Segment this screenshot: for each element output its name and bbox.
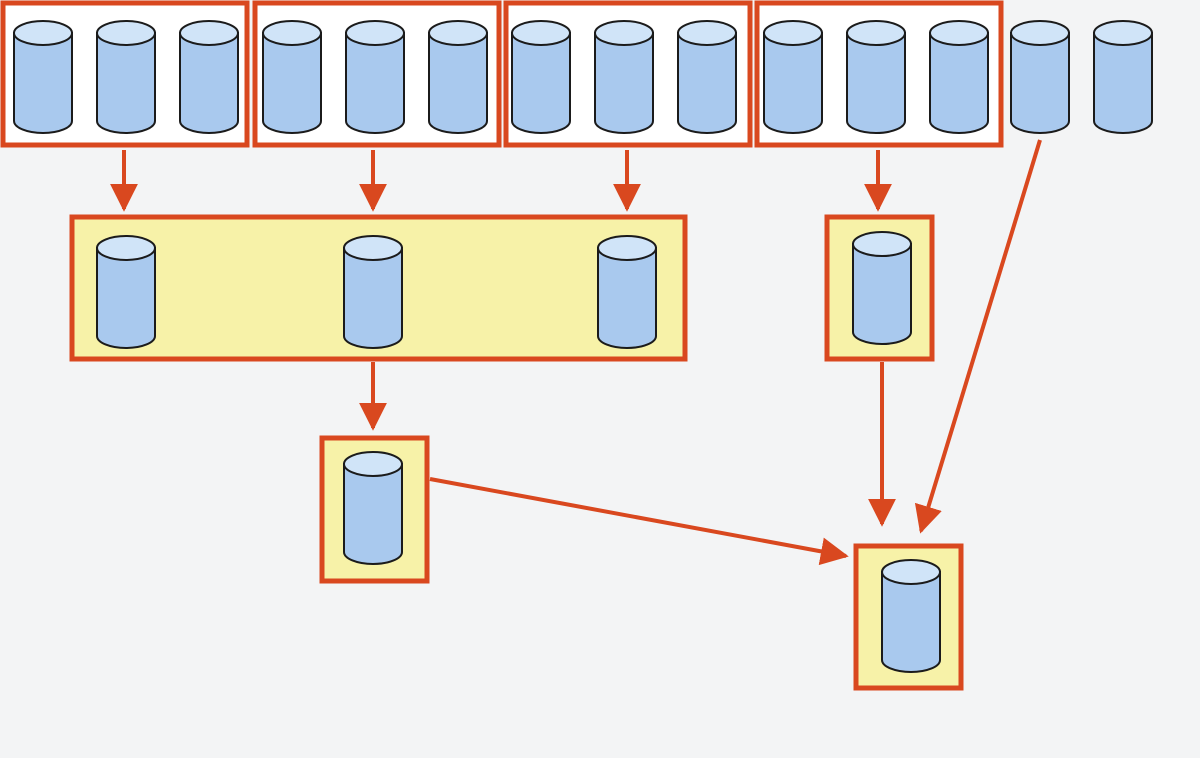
merged-c-disk: [343, 451, 403, 565]
source-disk-8: [594, 20, 654, 134]
arrow-disk-13-to-final: [914, 139, 1042, 534]
disk-cylinders: [13, 20, 1153, 673]
source-disk-9: [677, 20, 737, 134]
source-disk-5: [345, 20, 405, 134]
arrow-c-to-final: [429, 477, 849, 566]
source-disk-7: [511, 20, 571, 134]
flow-arrows: [110, 139, 1042, 566]
source-disk-14: [1093, 20, 1153, 134]
source-disk-10: [763, 20, 823, 134]
final-disk: [881, 559, 941, 673]
merged-a-disk-3: [597, 235, 657, 349]
source-disk-12: [929, 20, 989, 134]
merged-a-disk-1: [96, 235, 156, 349]
source-disk-13: [1010, 20, 1070, 134]
source-disk-6: [428, 20, 488, 134]
merged-b-disk: [852, 231, 912, 345]
merged-a-disk-2: [343, 235, 403, 349]
source-disk-2: [96, 20, 156, 134]
source-disk-1: [13, 20, 73, 134]
source-disk-11: [846, 20, 906, 134]
source-disk-3: [179, 20, 239, 134]
source-disk-4: [262, 20, 322, 134]
